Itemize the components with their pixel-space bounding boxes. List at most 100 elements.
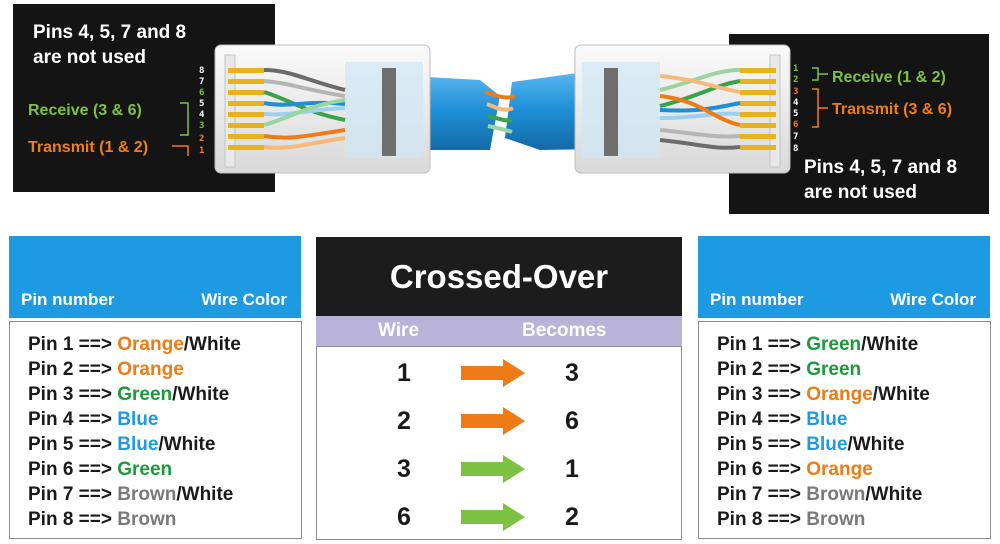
wire-stripe: /White <box>847 434 905 455</box>
crossover-mapping-table: 1 3 2 6 3 1 6 2 <box>316 346 682 540</box>
green-arrow-icon <box>461 455 525 483</box>
becomes-number: 2 <box>565 503 579 531</box>
pin-label: Pin 1 ==> <box>717 334 807 355</box>
left-pin-row: Pin 3 ==> Green/White <box>28 383 229 407</box>
pin-label: Pin 6 ==> <box>28 459 118 480</box>
left-table-header: Pin number Wire Color <box>9 236 301 318</box>
green-arrow-icon <box>461 503 525 531</box>
pin-label: Pin 3 ==> <box>717 384 807 405</box>
wire-color: Green <box>806 359 862 380</box>
wire-color: Orange <box>117 334 184 355</box>
wire-number: 1 <box>397 359 411 387</box>
column-becomes: Becomes <box>522 320 607 341</box>
left-pin-row: Pin 8 ==> Brown <box>28 508 176 532</box>
wire-color: Blue <box>117 409 159 430</box>
left-pin-row: Pin 7 ==> Brown/White <box>28 483 233 507</box>
right-pin-digit: 8 <box>793 144 799 154</box>
wire-stripe: /White <box>872 384 930 405</box>
right-transmit-label: Transmit (3 & 6) <box>832 101 953 118</box>
right-header-pin-number: Pin number <box>710 290 804 309</box>
right-pin-digit: 5 <box>793 109 799 119</box>
left-signal-brackets <box>172 102 189 156</box>
exposed-wire-pairs <box>484 90 516 134</box>
wire-color: Orange <box>117 359 184 380</box>
left-pin-digits: 8 7 6 5 4 3 2 1 <box>197 66 209 160</box>
wire-color: Blue <box>806 434 848 455</box>
orange-arrow-icon <box>461 359 525 387</box>
left-pin-digit: 2 <box>199 134 205 144</box>
right-header-wire-color: Wire Color <box>890 290 976 309</box>
left-header-pin-number: Pin number <box>21 290 115 309</box>
wire-color: Brown <box>806 509 866 530</box>
left-pin-row: Pin 4 ==> Blue <box>28 408 158 432</box>
left-note-line-1: Pins 4, 5, 7 and 8 <box>33 22 187 43</box>
right-pin-row: Pin 3 ==> Orange/White <box>717 383 930 407</box>
left-rj45-plug <box>214 44 431 174</box>
pin-label: Pin 1 ==> <box>28 334 118 355</box>
pin-label: Pin 2 ==> <box>717 359 807 380</box>
right-pin-digit: 6 <box>793 120 799 130</box>
pin-label: Pin 8 ==> <box>717 509 807 530</box>
column-wire: Wire <box>378 320 420 341</box>
left-pin-row: Pin 6 ==> Green <box>28 458 172 482</box>
right-table-header: Pin number Wire Color <box>698 236 990 318</box>
right-pin-row: Pin 8 ==> Brown <box>717 508 865 532</box>
left-pin-digit: 4 <box>199 110 205 120</box>
right-pin-row: Pin 1 ==> Green/White <box>717 333 918 357</box>
crossover-column-header: Wire Becomes <box>316 316 682 346</box>
pin-label: Pin 4 ==> <box>717 409 807 430</box>
wire-stripe: /White <box>176 484 234 505</box>
wire-stripe: /White <box>172 384 230 405</box>
right-pin-digit: 3 <box>793 87 799 97</box>
left-pin-digit: 8 <box>199 66 205 76</box>
right-pin-digit: 1 <box>793 64 799 74</box>
wire-number: 3 <box>397 455 411 483</box>
wire-color: Green <box>806 334 862 355</box>
left-receive-label: Receive (3 & 6) <box>28 102 142 119</box>
pin-label: Pin 7 ==> <box>28 484 118 505</box>
left-pin-table: Pin 1 ==> Orange/White Pin 2 ==> Orange … <box>9 321 302 539</box>
wire-number: 6 <box>397 503 411 531</box>
left-pin-digit: 7 <box>199 77 205 87</box>
wire-stripe: /White <box>183 334 241 355</box>
right-pin-digit: 2 <box>793 75 799 85</box>
right-note-line-1: Pins 4, 5, 7 and 8 <box>804 157 958 178</box>
left-pin-digit: 5 <box>199 99 205 109</box>
left-pin-row: Pin 2 ==> Orange <box>28 358 184 382</box>
becomes-number: 1 <box>565 455 579 483</box>
pin-label: Pin 6 ==> <box>717 459 807 480</box>
right-pin-digits: 1 2 3 4 5 6 7 8 <box>791 64 803 158</box>
pin-label: Pin 8 ==> <box>28 509 118 530</box>
wire-color: Orange <box>806 459 873 480</box>
right-pin-row: Pin 2 ==> Green <box>717 358 861 382</box>
wire-color: Brown <box>117 484 177 505</box>
wire-stripe: /White <box>861 334 919 355</box>
pin-label: Pin 3 ==> <box>28 384 118 405</box>
left-transmit-label: Transmit (1 & 2) <box>28 139 149 156</box>
becomes-number: 6 <box>565 407 579 435</box>
right-signal-brackets <box>812 67 828 128</box>
pin-label: Pin 2 ==> <box>28 359 118 380</box>
left-pin-row: Pin 5 ==> Blue/White <box>28 433 215 457</box>
crossover-title-bar: Crossed-Over <box>316 237 682 316</box>
left-pin-digit: 1 <box>199 146 205 156</box>
right-pin-digit: 7 <box>793 132 799 142</box>
right-unused-pins-note: Pins 4, 5, 7 and 8 are not used <box>804 155 957 205</box>
right-receive-label: Receive (1 & 2) <box>832 69 946 86</box>
left-note-line-2: are not used <box>33 47 146 68</box>
left-pin-digit: 6 <box>199 88 205 98</box>
left-pin-digit: 3 <box>199 121 205 131</box>
wire-stripe: /White <box>865 484 923 505</box>
wire-color: Brown <box>117 509 177 530</box>
wire-color: Blue <box>806 409 848 430</box>
becomes-number: 3 <box>565 359 579 387</box>
right-rj45-plug <box>574 44 791 174</box>
pin-label: Pin 5 ==> <box>28 434 118 455</box>
right-pin-table: Pin 1 ==> Green/White Pin 2 ==> Green Pi… <box>698 321 991 539</box>
right-pin-row: Pin 6 ==> Orange <box>717 458 873 482</box>
right-pin-row: Pin 4 ==> Blue <box>717 408 847 432</box>
pin-label: Pin 4 ==> <box>28 409 118 430</box>
wire-number: 2 <box>397 407 411 435</box>
left-unused-pins-note: Pins 4, 5, 7 and 8 are not used <box>33 20 186 70</box>
wire-color: Green <box>117 459 173 480</box>
